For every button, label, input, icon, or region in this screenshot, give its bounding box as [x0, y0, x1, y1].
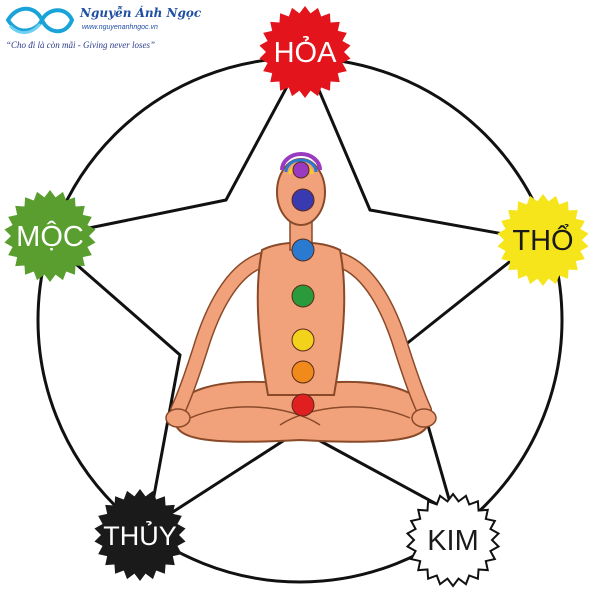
cycle-circle: [36, 56, 564, 584]
element-label-water: THỦY: [103, 519, 177, 551]
chakra-column: [291, 161, 315, 417]
starburst-shape: [259, 6, 351, 98]
chakra-dot: [291, 360, 315, 384]
meditating-figure: [165, 152, 437, 443]
chakra-dot: [291, 328, 315, 352]
starburst-shape: [4, 190, 96, 282]
chakra-dot: [291, 238, 315, 262]
starburst-shape: [94, 489, 186, 581]
infinity-swoosh-icon: [5, 6, 75, 34]
element-label-wood: MỘC: [16, 219, 84, 253]
element-label-earth: THỔ: [512, 223, 573, 257]
element-badge-water: THỦY: [94, 489, 186, 581]
logo-slogan: “Cho đi là còn mãi - Giving never loses”: [6, 40, 155, 50]
pentagram-star: [41, 51, 541, 532]
logo-name: Nguyễn Ánh Ngọc: [80, 6, 202, 20]
chakra-dot: [291, 284, 315, 308]
starburst-shape: [497, 194, 589, 286]
logo: Nguyễn Ánh Ngọc www.nguyenanhngoc.vn “Ch…: [0, 0, 202, 60]
logo-url: www.nguyenanhngoc.vn: [82, 24, 158, 31]
element-label-fire: HỎA: [274, 35, 338, 69]
chakra-dot: [291, 188, 315, 212]
element-label-metal: KIM: [427, 525, 479, 557]
starburst-shape: [405, 492, 501, 588]
element-badge-metal: KIM: [405, 492, 501, 588]
chakra-dot: [291, 393, 315, 417]
chakra-dot: [292, 161, 310, 179]
element-badge-earth: THỔ: [497, 194, 589, 286]
element-badge-fire: HỎA: [259, 6, 351, 98]
element-badge-wood: MỘC: [4, 190, 96, 282]
